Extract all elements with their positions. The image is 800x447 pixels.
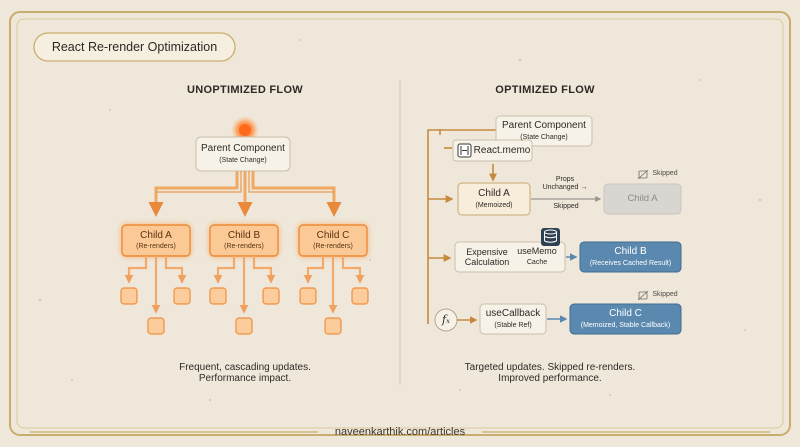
left-heading: UNOPTIMIZED FLOW — [186, 83, 303, 96]
grandchild-node — [173, 287, 191, 305]
left-child-b-title: Child B — [227, 229, 261, 241]
left-parent-title: Parent Component — [201, 143, 285, 155]
child-a-memoized-box — [457, 182, 531, 216]
child-c-box — [569, 303, 682, 335]
skipped-badge-2: Skipped — [652, 291, 678, 299]
cache-label: Cache — [526, 258, 548, 266]
left-cascade-lines — [148, 171, 342, 217]
grandchild-node — [235, 317, 253, 335]
left-caption: Frequent, cascading updates. Performance… — [140, 360, 350, 386]
left-child-c-title: Child C — [316, 229, 350, 241]
database-icon — [541, 228, 560, 246]
left-grandchildren — [120, 287, 369, 335]
grandchild-node — [299, 287, 317, 305]
skipped-badge-1: Skipped — [652, 170, 678, 178]
right-parent-label: Parent Component (State Change) — [496, 116, 592, 146]
props-label-2: Unchanged → — [542, 184, 588, 191]
left-child-c-label: Child C (Re-renders) — [299, 225, 367, 256]
use-callback-sub: (Stable Ref) — [494, 321, 532, 329]
react-memo-label: React.memo — [473, 144, 531, 156]
right-parent-box — [495, 115, 593, 147]
left-grandchild-lines — [124, 256, 365, 314]
expensive-calculation-box — [454, 241, 566, 273]
child-b-title: Child B — [614, 246, 647, 258]
use-callback-box — [479, 303, 547, 335]
left-child-a-title: Child A — [140, 229, 172, 241]
child-a-skipped-box — [603, 183, 682, 215]
right-parent-sub: (State Change) — [520, 133, 568, 141]
grandchild-node — [324, 317, 342, 335]
right-caption-line2: Improved performance. — [498, 373, 602, 384]
child-c-label: Child C (Memoized, Stable Callback) — [570, 304, 681, 334]
footer-link[interactable]: naveenkarthik.com/articles — [334, 425, 466, 438]
child-b-sub: (Receives Cached Result) — [589, 259, 672, 267]
props-unchanged-label: Props Unchanged → — [532, 174, 598, 194]
title-pill — [33, 32, 236, 62]
child-a-memoized-title: Child A — [478, 188, 510, 200]
use-callback-title: useCallback — [485, 308, 541, 320]
right-caption: Targeted updates. Skipped re-renders. Im… — [440, 360, 660, 386]
outer-frame — [9, 11, 791, 436]
react-memo-icon — [457, 143, 472, 158]
use-callback-label: useCallback (Stable Ref) — [480, 304, 546, 334]
right-trunk-lines — [427, 129, 497, 324]
right-caption-line1: Targeted updates. Skipped re-renders. — [464, 361, 636, 373]
left-cascade-lines-inner — [156, 171, 334, 193]
expensive-line2: Calculation — [464, 257, 510, 267]
child-a-skipped-label: Child A — [627, 192, 658, 204]
skipped-label: Skipped — [553, 203, 579, 211]
grandchild-node — [351, 287, 369, 305]
child-b-label: Child B (Receives Cached Result) — [580, 242, 681, 272]
left-child-a-label: Child A (Re-renders) — [122, 225, 190, 256]
background-speckles — [38, 39, 762, 402]
child-c-title: Child C — [609, 308, 642, 320]
grandchild-node — [147, 317, 165, 335]
left-child-c-sub: (Re-renders) — [313, 243, 353, 251]
react-memo-box — [452, 139, 533, 162]
glow-core — [239, 124, 251, 136]
left-child-b-sub: (Re-renders) — [224, 243, 264, 251]
left-child-boxes — [121, 224, 368, 257]
left-child-a-sub: (Re-renders) — [136, 243, 176, 251]
grandchild-node — [262, 287, 280, 305]
props-label-1: Props — [555, 175, 575, 183]
fx-symbol: fₓ — [442, 312, 450, 326]
right-heading: OPTIMIZED FLOW — [495, 83, 595, 96]
expensive-label: Expensive Calculation — [455, 243, 519, 271]
skipped-icon — [637, 290, 649, 301]
child-a-memoized-sub: (Memoized) — [475, 201, 513, 209]
child-b-box — [579, 241, 682, 273]
left-parent-box — [195, 136, 291, 172]
right-parent-title: Parent Component — [502, 120, 586, 132]
left-caption-line2: Performance impact. — [198, 373, 292, 384]
skipped-icon — [637, 169, 649, 180]
page-title: React Re-render Optimization — [51, 39, 218, 54]
expensive-line1: Expensive — [466, 246, 508, 257]
child-a-memoized-label: Child A (Memoized) — [458, 183, 530, 215]
left-parent-label: Parent Component (State Change) — [196, 137, 290, 171]
inner-frame — [16, 18, 784, 429]
left-parent-sub: (State Change) — [219, 156, 267, 164]
grandchild-node — [209, 287, 227, 305]
left-child-b-label: Child B (Re-renders) — [210, 225, 278, 256]
use-memo-label: useMemo — [517, 245, 557, 256]
grandchild-node — [120, 287, 138, 305]
child-c-sub: (Memoized, Stable Callback) — [580, 321, 671, 329]
left-caption-line1: Frequent, cascading updates. — [179, 361, 311, 373]
